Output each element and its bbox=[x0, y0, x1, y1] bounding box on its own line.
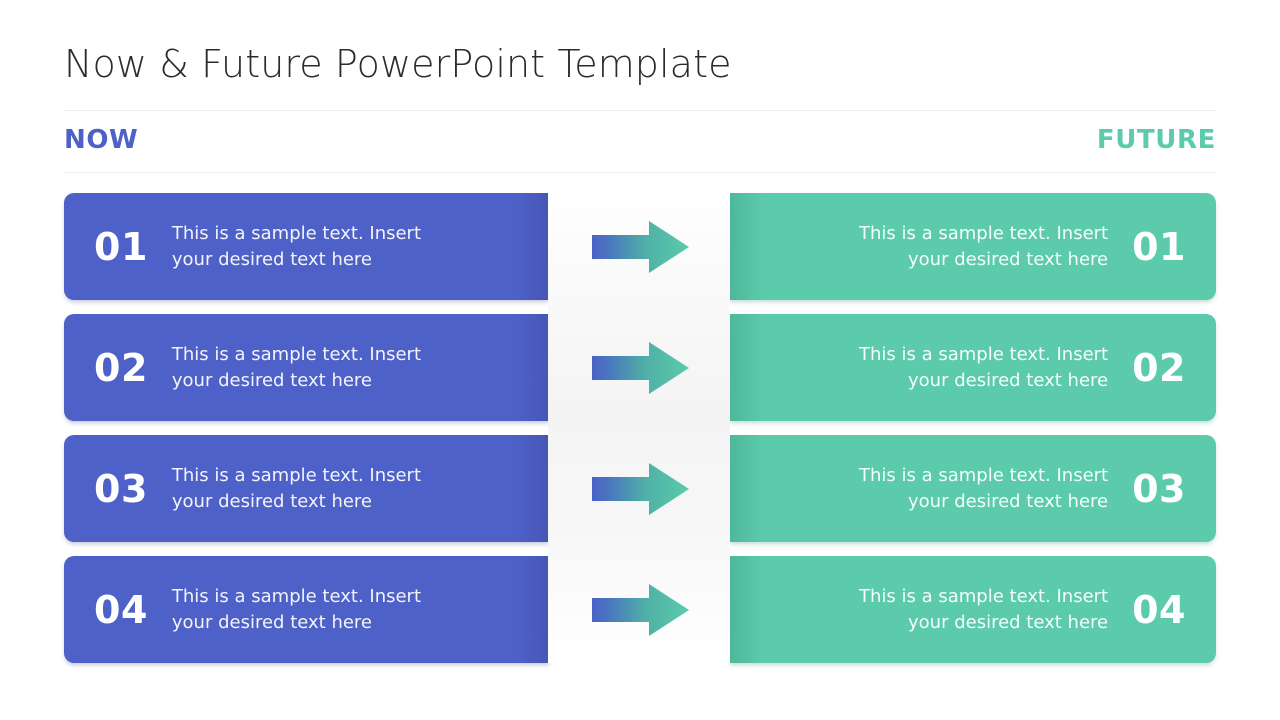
future-step-text: This is a sample text. Insert your desir… bbox=[858, 343, 1109, 391]
future-step-number: 03 bbox=[1132, 466, 1186, 511]
comparison-row: 01 This is a sample text. Insert your des… bbox=[0, 193, 1280, 300]
future-step-text: This is a sample text. Insert your desir… bbox=[858, 222, 1109, 270]
column-caption-future: FUTURE bbox=[1096, 125, 1216, 155]
future-step-text: This is a sample text. Insert your desir… bbox=[858, 464, 1109, 512]
now-step-text: This is a sample text. Insert your desir… bbox=[171, 464, 422, 512]
arrow-right-icon bbox=[592, 221, 689, 273]
future-bar[interactable]: This is a sample text. Insert your desir… bbox=[729, 556, 1216, 663]
future-step-text: This is a sample text. Insert your desir… bbox=[858, 585, 1109, 633]
now-bar[interactable]: 01 This is a sample text. Insert your des… bbox=[64, 193, 550, 300]
now-bar[interactable]: 02 This is a sample text. Insert your des… bbox=[64, 314, 550, 421]
now-bar[interactable]: 04 This is a sample text. Insert your des… bbox=[64, 556, 550, 663]
comparison-row: 04 This is a sample text. Insert your des… bbox=[0, 556, 1280, 663]
future-bar[interactable]: This is a sample text. Insert your desir… bbox=[729, 193, 1216, 300]
arrow-right-icon bbox=[592, 342, 689, 394]
future-bar[interactable]: This is a sample text. Insert your desir… bbox=[729, 435, 1216, 542]
now-step-text: This is a sample text. Insert your desir… bbox=[171, 343, 422, 391]
now-step-number: 03 bbox=[94, 466, 148, 511]
center-gradient-column bbox=[548, 190, 730, 663]
column-caption-now: NOW bbox=[64, 125, 139, 155]
header-rule-top bbox=[64, 110, 1216, 111]
now-step-number: 04 bbox=[94, 587, 148, 632]
now-step-text: This is a sample text. Insert your desir… bbox=[171, 585, 422, 633]
header-rule-bottom bbox=[64, 172, 1216, 173]
future-step-number: 04 bbox=[1132, 587, 1186, 632]
future-step-number: 02 bbox=[1132, 345, 1186, 390]
now-step-number: 02 bbox=[94, 345, 148, 390]
comparison-row: 02 This is a sample text. Insert your des… bbox=[0, 314, 1280, 421]
future-step-number: 01 bbox=[1132, 224, 1186, 269]
page-title: Now & Future PowerPoint Template bbox=[64, 42, 732, 86]
now-bar[interactable]: 03 This is a sample text. Insert your des… bbox=[64, 435, 550, 542]
now-step-number: 01 bbox=[94, 224, 148, 269]
arrow-right-icon bbox=[592, 463, 689, 515]
arrow-right-icon bbox=[592, 584, 689, 636]
comparison-row: 03 This is a sample text. Insert your des… bbox=[0, 435, 1280, 542]
future-bar[interactable]: This is a sample text. Insert your desir… bbox=[729, 314, 1216, 421]
now-step-text: This is a sample text. Insert your desir… bbox=[171, 222, 422, 270]
